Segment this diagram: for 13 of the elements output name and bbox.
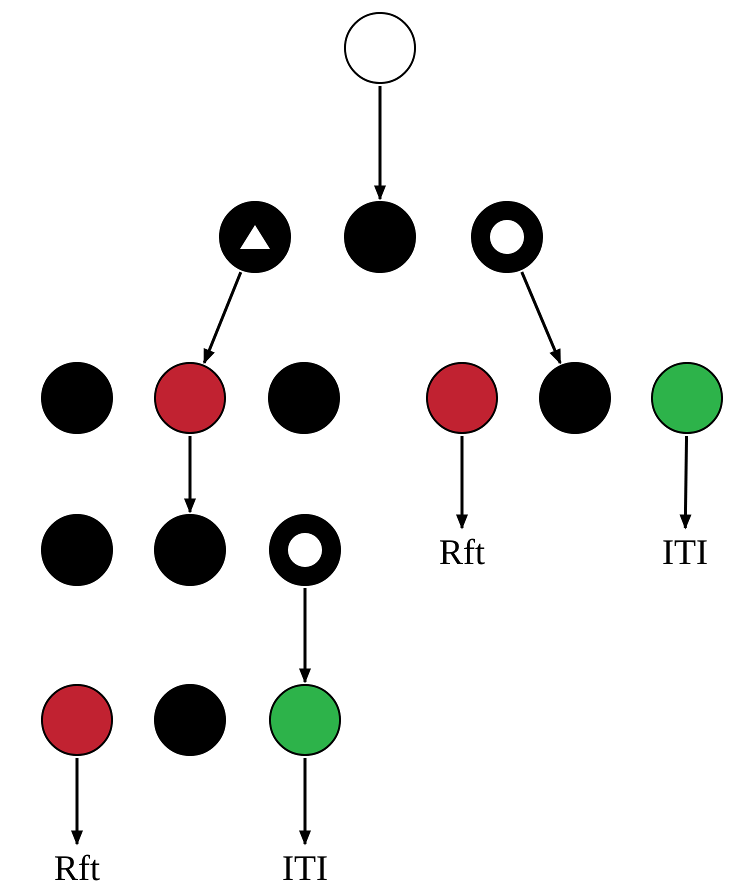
arrow <box>71 758 83 846</box>
arrow <box>520 271 562 364</box>
arrow <box>202 272 242 364</box>
arrow <box>374 86 386 200</box>
outcome-label: ITI <box>282 847 328 889</box>
arrow <box>680 436 692 530</box>
arrow <box>184 436 196 514</box>
arrow <box>299 588 311 684</box>
outcome-label: Rft <box>438 531 485 573</box>
arrow <box>299 758 311 846</box>
outcome-label: Rft <box>54 847 100 889</box>
arrow <box>456 436 468 530</box>
outcome-label: ITI <box>662 531 708 573</box>
